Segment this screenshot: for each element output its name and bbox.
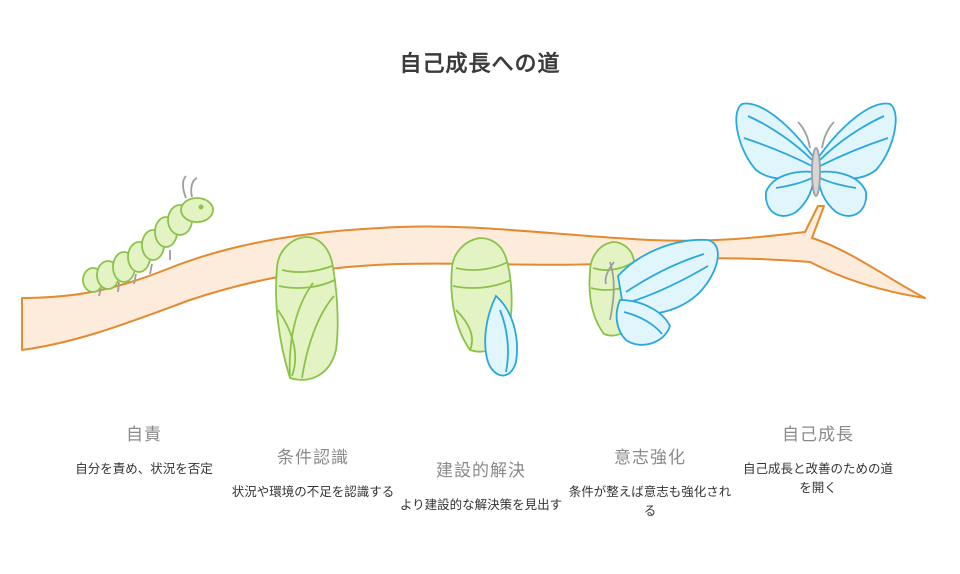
stage-title: 建設的解決 bbox=[436, 461, 526, 481]
stage-self-blame: 自責 自分を責め、状況を否定 bbox=[59, 420, 229, 478]
growth-illustration bbox=[21, 102, 926, 381]
stage-description: 状況や環境の不足を認識する bbox=[231, 484, 395, 499]
emerging-butterfly-icon bbox=[588, 238, 719, 346]
stage-description: より建設的な解決策を見出す bbox=[399, 497, 563, 512]
stage-title: 自責 bbox=[126, 425, 162, 445]
stage-will-strengthening: 意志強化 条件が整えば意志も強化される bbox=[565, 443, 735, 520]
stage-description: 条件が整えば意志も強化される bbox=[568, 484, 732, 518]
chrysalis-icon bbox=[275, 236, 339, 381]
stage-description: 自分を責め、状況を否定 bbox=[75, 461, 213, 476]
stage-self-growth: 自己成長 自己成長と改善のための道を開く bbox=[733, 420, 903, 497]
stage-title: 自己成長 bbox=[782, 425, 854, 445]
stage-description: 自己成長と改善のための道を開く bbox=[743, 461, 894, 495]
stage-condition-recognition: 条件認識 状況や環境の不足を認識する bbox=[228, 443, 398, 501]
caterpillar-icon bbox=[82, 175, 214, 297]
butterfly-icon bbox=[735, 102, 897, 217]
page-title: 自己成長への道 bbox=[399, 52, 561, 77]
stage-constructive-solution: 建設的解決 より建設的な解決策を見出す bbox=[396, 456, 566, 514]
stage-title: 条件認識 bbox=[277, 448, 349, 468]
stage-title: 意志強化 bbox=[614, 448, 686, 468]
emerging-chrysalis-icon bbox=[450, 237, 518, 377]
